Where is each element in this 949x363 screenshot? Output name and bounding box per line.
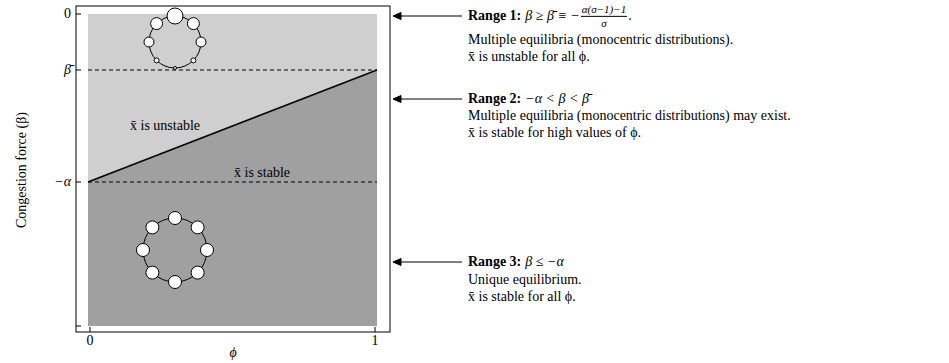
text-line: −α (54, 174, 71, 190)
punctuation: . (628, 8, 632, 24)
text-line: 1 (372, 333, 379, 349)
region-label: x̄ is stable (234, 165, 290, 180)
axis-tick-label: β̄ (64, 62, 71, 78)
text-line: Congestion force (β) (14, 112, 30, 228)
text-line: Multiple equilibria (monocentric distrib… (468, 108, 791, 124)
range-pointer (393, 13, 462, 266)
region-label: x̄ is unstable (130, 118, 200, 133)
region-label-box: x̄ is stable (234, 165, 290, 181)
monocentric-ring (144, 8, 206, 70)
region-label-box: x̄ is unstable (130, 118, 200, 134)
axis-tick-label: 1 (372, 333, 379, 349)
text-line: ϕ (229, 345, 236, 361)
range-heading: Range 1: (468, 8, 521, 24)
range-note: x̄ is unstable for all ϕ. (468, 49, 590, 65)
axis-tick-label: 0 (87, 333, 94, 349)
text-line: 0 (87, 333, 94, 349)
text-line: Range 1:β ≥ β̄ ≡ −α(σ−1)−1σ. (468, 3, 632, 29)
dashed-threshold (88, 182, 377, 183)
axes-box (76, 6, 390, 332)
text-line: x̄ is unstable for all ϕ. (468, 49, 590, 65)
fraction: α(σ−1)−1σ (581, 3, 627, 29)
range-heading: Range 2: (468, 91, 521, 107)
text-line: x̄ is stable for all ϕ. (468, 289, 576, 305)
range-formula: β ≥ β̄ ≡ − (525, 8, 580, 24)
range-note: Multiple equilibria (monocentric distrib… (468, 108, 791, 124)
fraction-numerator: α(σ−1)−1 (581, 3, 627, 17)
text-line: Unique equilibrium. (468, 272, 582, 288)
axis-title: Congestion force (β) (14, 112, 30, 228)
axis-tick-label: 0 (64, 6, 71, 22)
fraction-denominator: σ (601, 17, 606, 30)
range-note: Unique equilibrium. (468, 272, 582, 288)
range-formula: β ≤ −α (525, 254, 563, 270)
uniform-ring (137, 212, 214, 289)
range-formula: −α < β < β̄ (525, 91, 589, 107)
range-note: Multiple equilibria (monocentric distrib… (468, 32, 733, 48)
text-line: 0 (64, 6, 71, 22)
axis-title: ϕ (229, 345, 236, 361)
text-line: Multiple equilibria (monocentric distrib… (468, 32, 733, 48)
range-note: x̄ is stable for all ϕ. (468, 289, 576, 305)
range-note: x̄ is stable for high values of ϕ. (468, 125, 641, 141)
dashed-threshold (88, 70, 377, 71)
range-heading: Range 3: (468, 254, 521, 270)
text-line: Range 2:−α < β < β̄ (468, 91, 589, 107)
text-line: β̄ (64, 62, 71, 78)
region: x̄ is stable (88, 70, 377, 326)
region-fill (88, 70, 377, 326)
text-line: Range 3:β ≤ −α (468, 254, 564, 270)
region-shape (88, 70, 377, 326)
text-line: x̄ is stable for high values of ϕ. (468, 125, 641, 141)
axis-tick-label: −α (54, 174, 71, 190)
stability-boundary (88, 70, 377, 182)
